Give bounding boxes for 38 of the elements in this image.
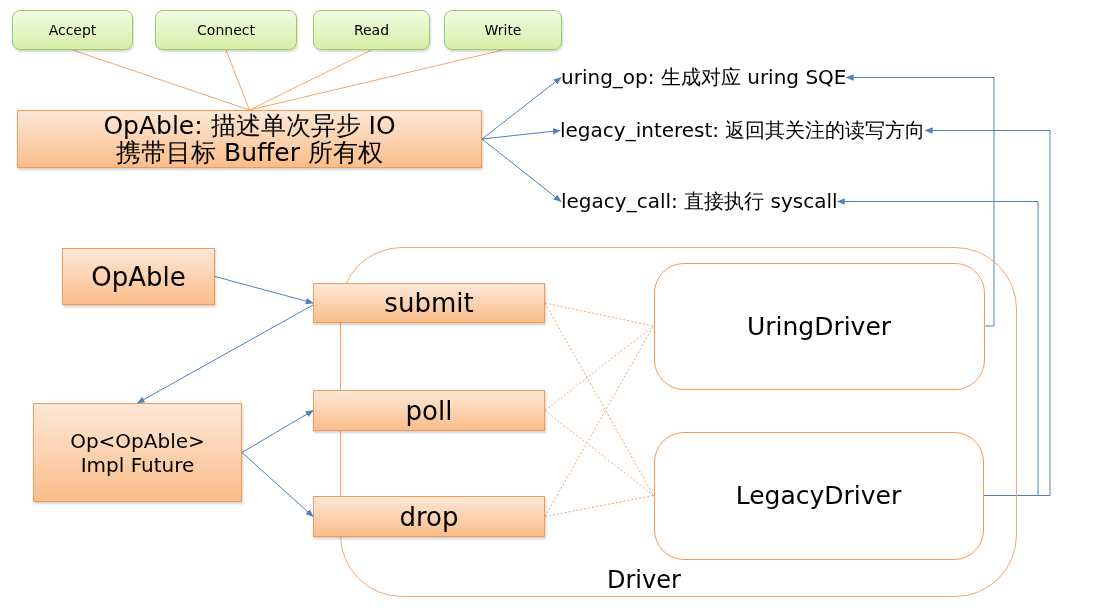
connector-line (544, 495, 654, 517)
text-line: OpAble: 描述单次异步 IO (103, 111, 396, 139)
driver-box: UringDriver (653, 262, 985, 390)
operation-box: Write (444, 10, 562, 50)
method-box: drop (313, 496, 545, 537)
method-text: legacy_interest: 返回其关注的读写方向 (560, 117, 926, 144)
operation-box: Accept (12, 10, 133, 50)
driver-box: LegacyDriver (653, 431, 984, 560)
text-line: 携带目标 Buffer 所有权 (116, 139, 383, 167)
operation-box: Connect (155, 10, 297, 50)
arrow (924, 127, 1051, 496)
arrow (214, 276, 314, 305)
method-text: legacy_call: 直接执行 syscall (561, 188, 838, 215)
arrow (836, 198, 1039, 496)
method-box: poll (313, 390, 545, 431)
connector-line (72, 49, 250, 111)
connector-line (544, 325, 654, 411)
arrow (136, 304, 314, 404)
connector-line (225, 49, 250, 111)
arrow (241, 410, 314, 453)
driver-container (340, 247, 1017, 597)
arrow (481, 138, 562, 202)
method-box: submit (313, 283, 545, 323)
arrow (481, 128, 561, 140)
connector-line (544, 302, 654, 496)
description-box (17, 110, 482, 168)
trait-box: OpAble (62, 248, 215, 305)
future-box: Op<OpAble> Impl Future (33, 403, 242, 502)
method-text: uring_op: 生成对应 uring SQE (561, 64, 847, 91)
arrow (845, 74, 995, 327)
arrow (241, 452, 314, 518)
container-label: Driver (607, 566, 681, 594)
operation-box: Read (313, 10, 430, 50)
connector-line (544, 325, 654, 517)
arrow (481, 77, 562, 140)
connector-line (544, 302, 654, 327)
connector-line (249, 49, 372, 111)
connector-line (544, 410, 654, 496)
